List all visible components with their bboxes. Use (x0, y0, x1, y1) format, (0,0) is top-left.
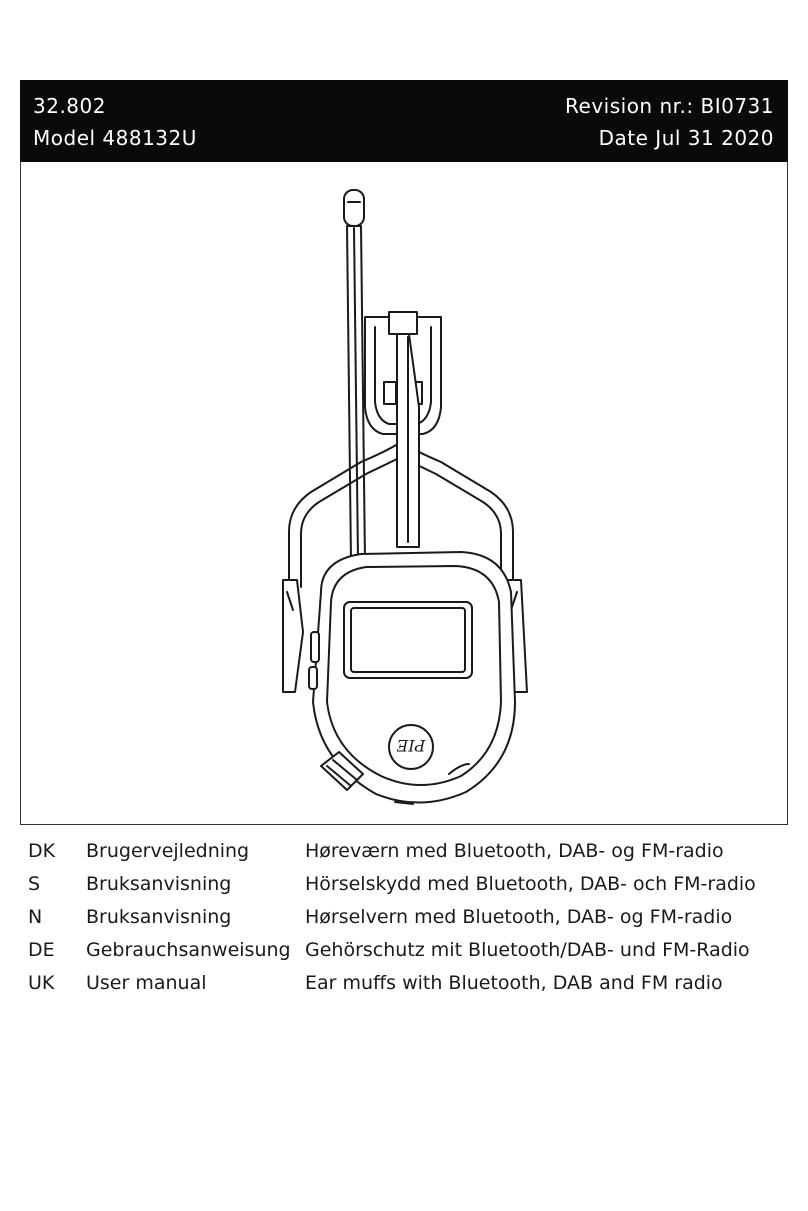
document-type: Brugervejledning (86, 840, 250, 862)
ear-muffs-illustration-icon: PIE (282, 189, 528, 805)
language-list: DK Brugervejledning Høreværn med Bluetoo… (28, 838, 788, 1003)
list-item: DK Brugervejledning Høreværn med Bluetoo… (28, 838, 788, 871)
product-description: Høreværn med Bluetooth, DAB- og FM-radio (305, 840, 724, 862)
logo-text: PIE (396, 736, 426, 755)
list-item: UK User manual Ear muffs with Bluetooth,… (28, 970, 788, 1003)
document-type: User manual (86, 972, 207, 994)
document-type: Gebrauchsanweisung (86, 939, 291, 961)
revision-date: Date Jul 31 2020 (598, 126, 774, 150)
list-item: S Bruksanvisning Hörselskydd med Bluetoo… (28, 871, 788, 904)
product-image-frame: PIE (20, 162, 788, 825)
language-code: DK (28, 840, 56, 862)
document-type: Bruksanvisning (86, 873, 232, 895)
list-item: DE Gebrauchsanweisung Gehörschutz mit Bl… (28, 937, 788, 970)
language-code: S (28, 873, 41, 895)
list-item: N Bruksanvisning Hørselvern med Bluetoot… (28, 904, 788, 937)
product-description: Hörselskydd med Bluetooth, DAB- och FM-r… (305, 873, 756, 895)
product-description: Gehörschutz mit Bluetooth/DAB- und FM-Ra… (305, 939, 750, 961)
language-code: DE (28, 939, 55, 961)
document-type: Bruksanvisning (86, 906, 232, 928)
product-description: Hørselvern med Bluetooth, DAB- og FM-rad… (305, 906, 733, 928)
revision-number: Revision nr.: BI0731 (565, 94, 774, 118)
language-code: UK (28, 972, 55, 994)
model-number: Model 488132U (33, 126, 197, 150)
language-code: N (28, 906, 43, 928)
product-description: Ear muffs with Bluetooth, DAB and FM rad… (305, 972, 723, 994)
article-number: 32.802 (33, 94, 106, 118)
header-bar: 32.802 Model 488132U Revision nr.: BI073… (20, 80, 788, 162)
